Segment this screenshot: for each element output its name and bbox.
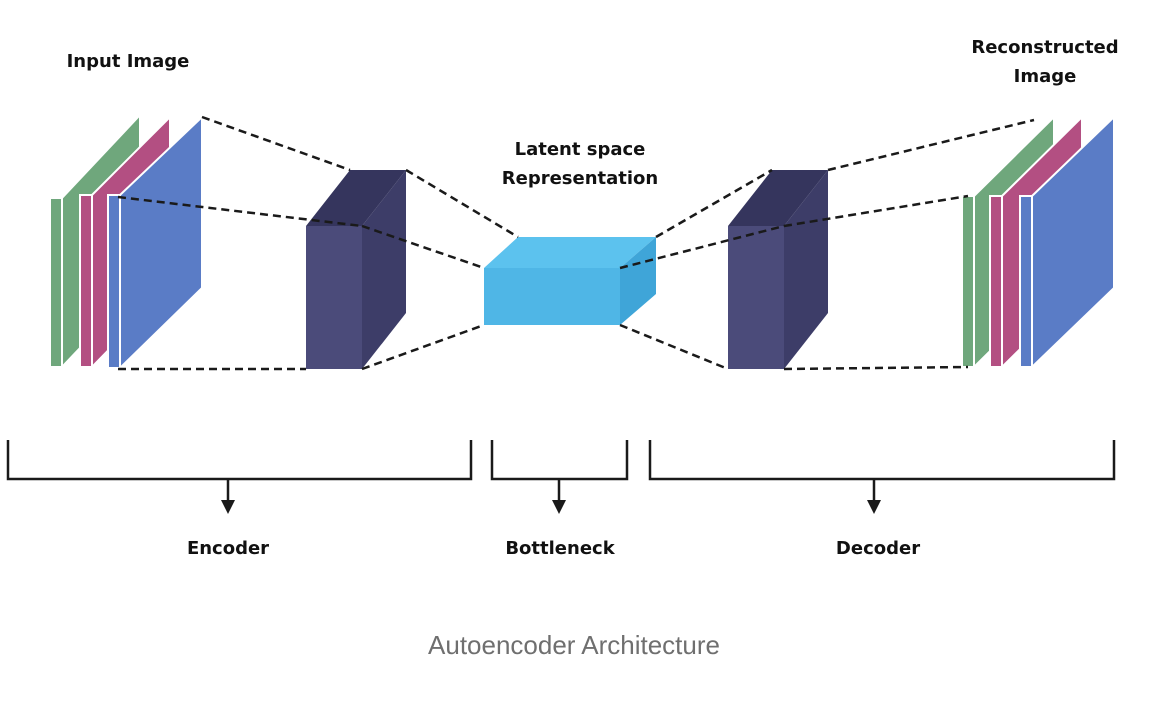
- arrowheads: [221, 500, 881, 514]
- connector-line: [361, 323, 485, 371]
- reconstructed-label-line2: Image: [1013, 66, 1077, 87]
- latent-label-line2: Representation: [501, 168, 659, 189]
- bottleneck-bracket: [490, 440, 629, 481]
- encoder-arrowhead: [221, 500, 235, 514]
- output-channel-green: [961, 195, 975, 368]
- connector-line: [117, 195, 363, 228]
- latent-block-front: [484, 268, 620, 325]
- encoder-block: [306, 170, 406, 369]
- decoder-block-front: [728, 226, 784, 369]
- latent-block-side: [620, 237, 656, 325]
- encoder-bracket: [6, 440, 473, 481]
- bottleneck-arrowhead: [552, 500, 566, 514]
- latent-block: [484, 237, 656, 325]
- brackets: [6, 440, 1116, 502]
- reconstructed-image-stack: [961, 114, 1115, 370]
- decoder-block-top: [728, 170, 828, 226]
- input-image-stack: [49, 112, 203, 371]
- decoder-block: [728, 170, 828, 369]
- latent-label-line1: Latent space: [514, 139, 646, 160]
- reconstructed-image-label: Reconstructed Image: [950, 33, 1140, 91]
- output-channel-blue: [1019, 195, 1033, 368]
- encoder-block-top: [306, 170, 406, 226]
- connector-line: [619, 323, 729, 371]
- connector-line: [201, 115, 351, 172]
- encoder-block-front: [306, 226, 362, 369]
- encoder-block-side: [362, 170, 406, 369]
- connector-line: [361, 224, 485, 270]
- latent-space-label: Latent space Representation: [470, 135, 690, 193]
- connector-line: [783, 194, 969, 228]
- connector-line: [655, 168, 773, 239]
- input-channel-pink: [79, 194, 93, 368]
- figure-caption: Autoencoder Architecture: [428, 630, 720, 660]
- dashed-connectors: [117, 115, 1035, 371]
- decoder-arrowhead: [867, 500, 881, 514]
- connector-line: [783, 365, 969, 371]
- connector-line: [405, 168, 519, 239]
- output-channel-blue-top: [1031, 114, 1115, 370]
- decoder-label: Decoder: [835, 538, 921, 559]
- input-image-label: Input Image: [66, 51, 190, 72]
- bottleneck-label: Bottleneck: [505, 538, 615, 559]
- input-channel-blue: [107, 194, 121, 369]
- connector-line: [619, 224, 785, 270]
- output-channel-pink: [989, 195, 1003, 368]
- decoder-bracket: [648, 440, 1116, 481]
- reconstructed-label-line1: Reconstructed: [971, 37, 1119, 58]
- encoder-label: Encoder: [186, 538, 270, 559]
- input-channel-green: [49, 197, 63, 368]
- latent-block-top: [484, 237, 656, 268]
- connector-line: [827, 118, 1035, 172]
- input-channel-blue-top: [119, 114, 203, 371]
